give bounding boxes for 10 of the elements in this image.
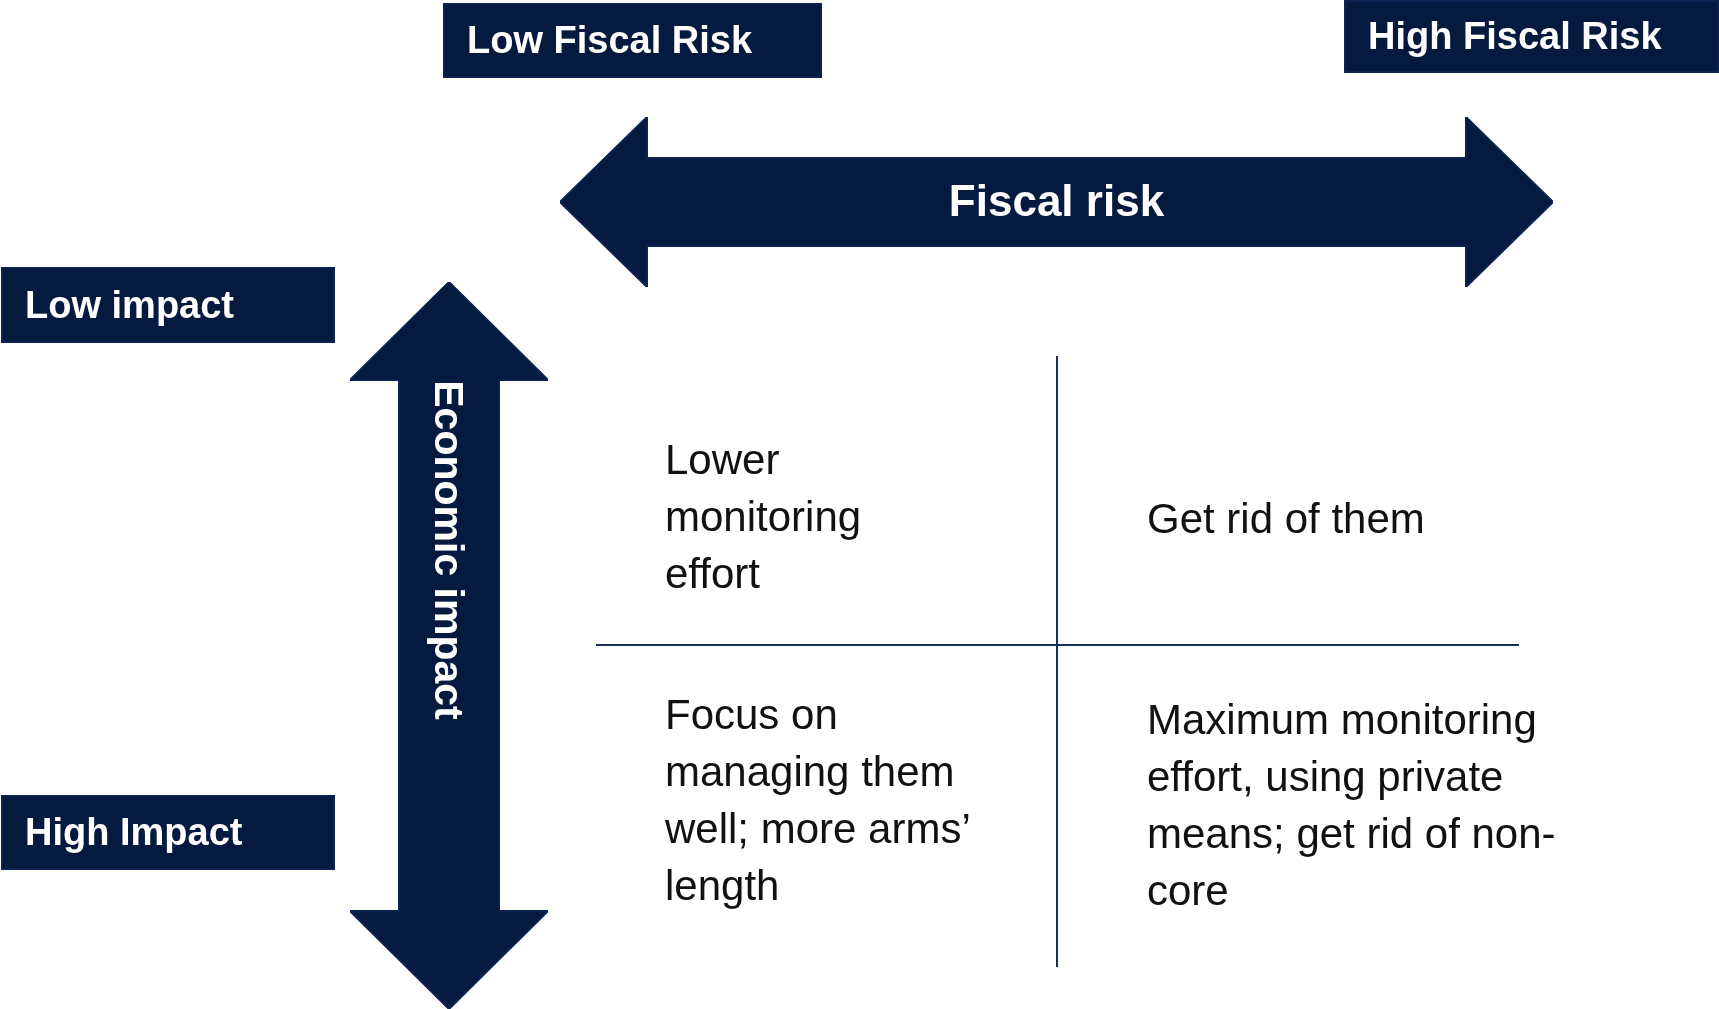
- axis-end-label: Low impact: [1, 267, 335, 343]
- quadrant-text: Focus on managing them well; more arms’ length: [665, 690, 971, 911]
- axis-end-label: Low Fiscal Risk: [443, 3, 822, 78]
- quadrant-text: Lower monitoring effort: [665, 435, 863, 599]
- quadrant-text: Get rid of them: [1147, 494, 1426, 544]
- axis-title: Fiscal risk: [947, 176, 1166, 226]
- quadrant-text: Maximum monitoring effort, using private means; get rid of non-core: [1147, 695, 1557, 916]
- axis-end-label: High Impact: [1, 795, 335, 870]
- axis-end-label: High Fiscal Risk: [1344, 0, 1719, 73]
- axis-title: Economic impact: [425, 379, 473, 722]
